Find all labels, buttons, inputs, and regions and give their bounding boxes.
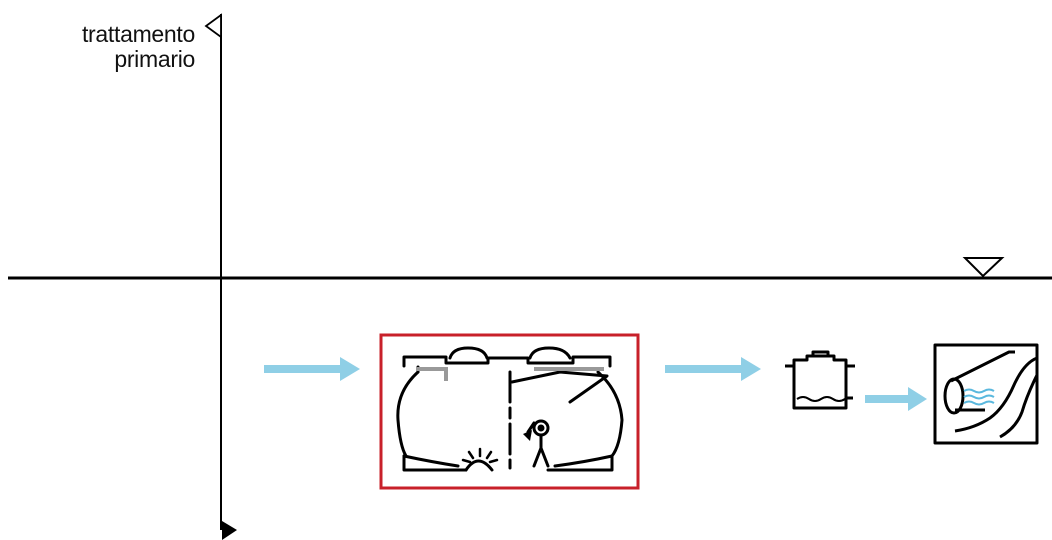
flow-arrow-tank-out bbox=[665, 357, 761, 381]
water-flow-icon bbox=[963, 388, 995, 406]
stage-label: trattamento primario bbox=[82, 22, 195, 72]
septic-tank-sludge-mark bbox=[461, 447, 499, 464]
septic-tank-icon bbox=[396, 346, 624, 472]
stage-label-line2: primario bbox=[114, 46, 195, 72]
flow-arrow-discharge bbox=[865, 387, 927, 411]
axis-end-marker-icon bbox=[222, 521, 237, 540]
septic-tank-highlight-frame bbox=[379, 333, 640, 490]
stage-marker-icon bbox=[204, 13, 222, 39]
discharge-pipe-icon bbox=[933, 343, 1039, 445]
stage-label-line1: trattamento bbox=[81, 21, 195, 47]
septic-tank-baffles bbox=[416, 367, 604, 381]
inspection-pit-icon bbox=[785, 350, 855, 410]
ground-level-marker-icon bbox=[962, 257, 1005, 278]
flow-arrow-inlet bbox=[264, 357, 360, 381]
